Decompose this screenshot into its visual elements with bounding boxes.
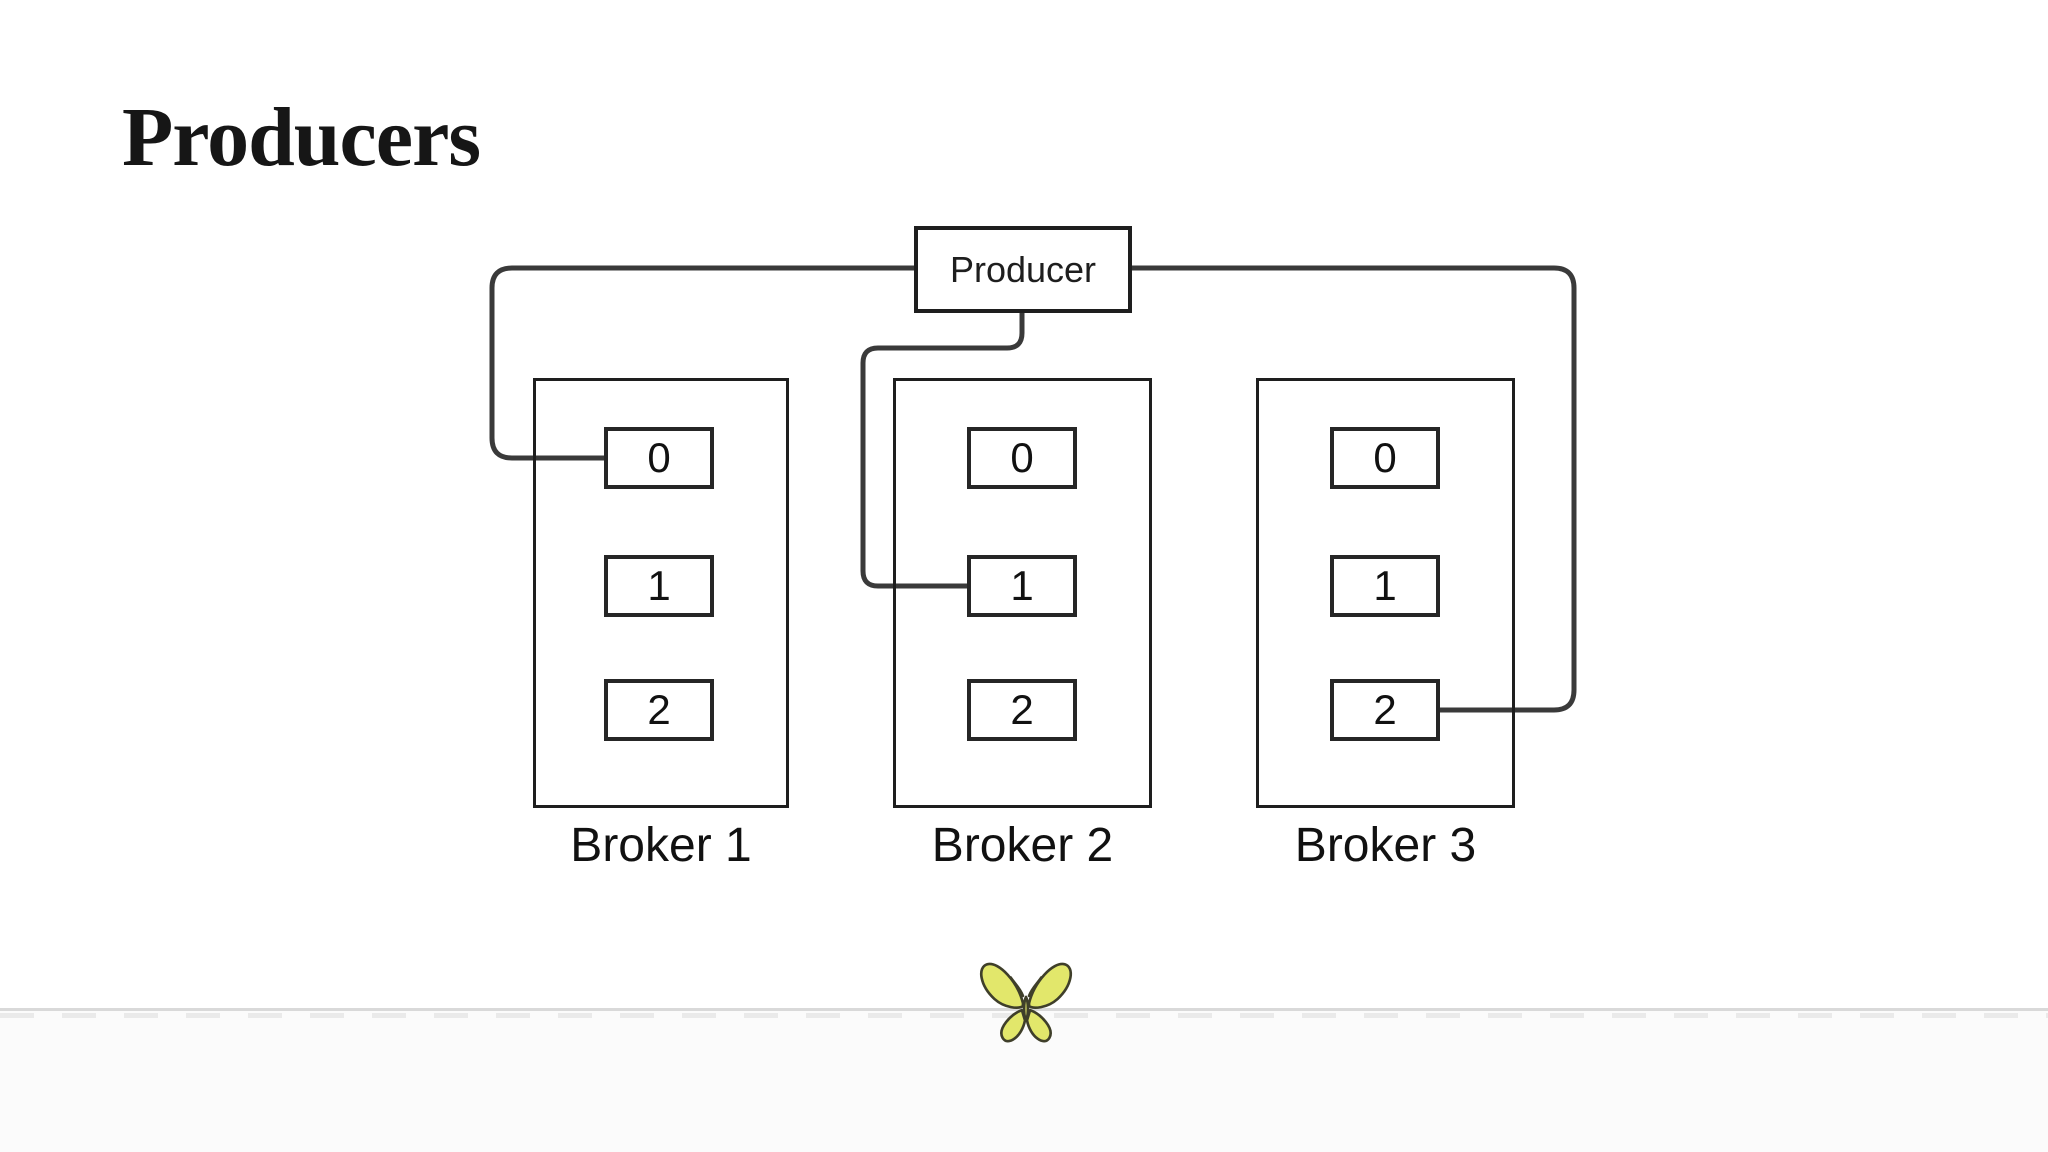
butterfly-wing-upper-right [1027, 962, 1073, 1009]
broker-2-box [893, 378, 1152, 808]
broker-1-box [533, 378, 789, 808]
broker-3-partition-2: 2 [1330, 679, 1440, 741]
broker-2-partition-2: 2 [967, 679, 1077, 741]
partition-label: 0 [1373, 434, 1397, 481]
footer-area [0, 1011, 2048, 1152]
broker-2-partition-1: 1 [967, 555, 1077, 617]
butterfly-wing-lower-left [1000, 1008, 1027, 1043]
broker-1-partition-1: 1 [604, 555, 714, 617]
broker-3-partition-1: 1 [1330, 555, 1440, 617]
partition-label: 1 [1010, 562, 1034, 609]
butterfly-wing-lower-right [1025, 1008, 1052, 1043]
producer-label: Producer [949, 248, 1097, 290]
broker-1-partition-0: 0 [604, 427, 714, 489]
partition-label: 2 [1010, 686, 1034, 733]
broker-3-partition-0: 0 [1330, 427, 1440, 489]
broker-1-partition-2: 2 [604, 679, 714, 741]
page-title: Producers [122, 91, 481, 184]
butterfly-body [1022, 995, 1030, 1022]
partition-label: 2 [647, 686, 671, 733]
broker-1-label: Broker 1 [570, 819, 752, 872]
broker-2-partition-0: 0 [967, 427, 1077, 489]
butterfly-icon [979, 962, 1073, 1043]
broker-2-label: Broker 2 [931, 819, 1114, 872]
partition-label: 1 [1373, 562, 1397, 609]
producer-node: Producer [914, 226, 1132, 313]
partition-label: 1 [647, 562, 671, 609]
broker-3-label: Broker 3 [1294, 819, 1477, 872]
partition-label: 0 [647, 434, 671, 481]
butterfly-wing-upper-left [979, 962, 1025, 1009]
partition-label: 0 [1010, 434, 1034, 481]
partition-label: 2 [1373, 686, 1397, 733]
broker-3-box [1256, 378, 1515, 808]
